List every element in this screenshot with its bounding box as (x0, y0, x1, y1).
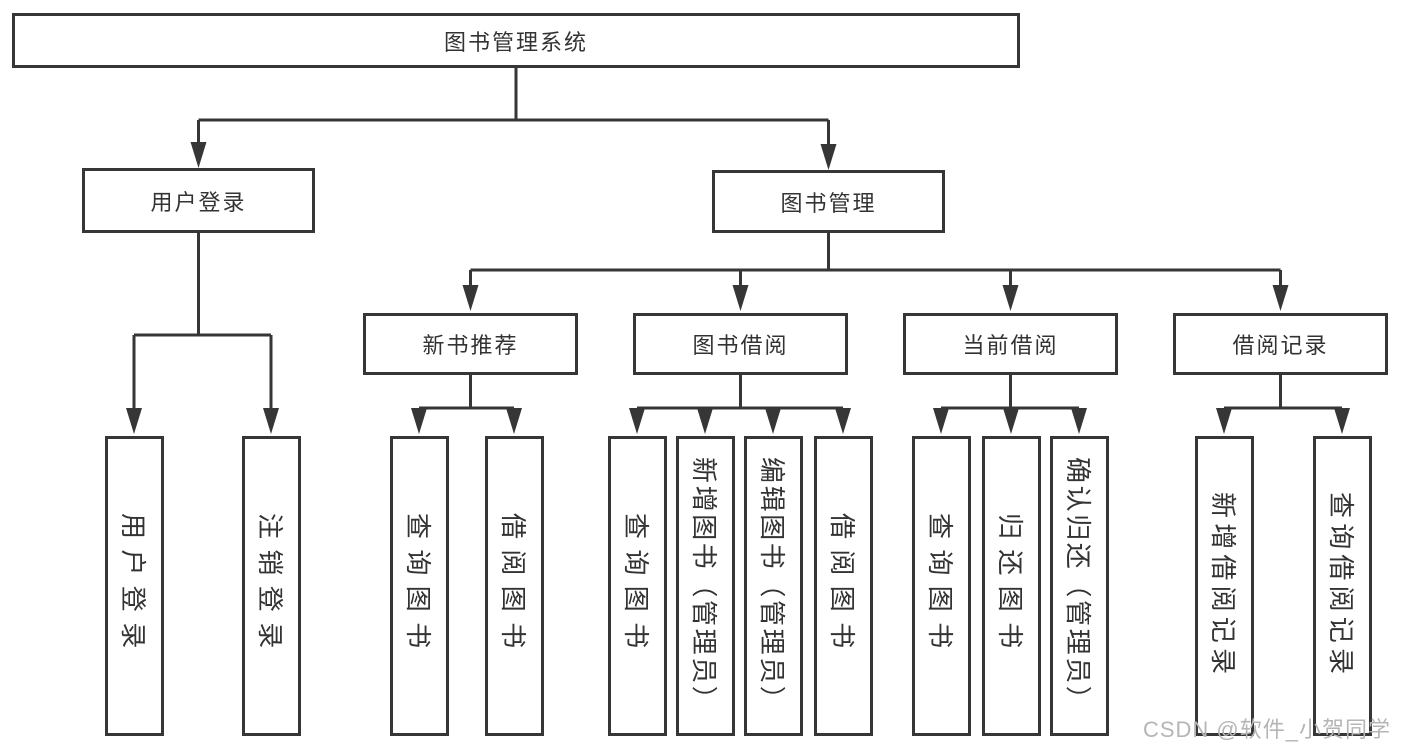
node-new-book-recommend: 新书推荐 (363, 313, 578, 375)
leaf-confirm-return-admin: 确认归还（管理员） (1050, 436, 1109, 736)
arrowheads (126, 142, 1350, 434)
leaf-borrow-books-recommend: 借阅图书 (485, 436, 544, 736)
leaf-add-book-admin: 新增图书（管理员） (676, 436, 735, 736)
leaf-logout: 注销登录 (242, 436, 301, 736)
node-user-login: 用户登录 (82, 168, 315, 233)
node-book-management: 图书管理 (712, 170, 945, 233)
node-book-borrow: 图书借阅 (633, 313, 848, 375)
node-borrow-records: 借阅记录 (1173, 313, 1388, 375)
leaf-query-books-borrow: 查询图书 (608, 436, 667, 736)
watermark: CSDN @软件_小贺同学 (1142, 717, 1391, 742)
leaf-query-borrow-record: 查询借阅记录 (1313, 436, 1372, 736)
leaf-query-books-current: 查询图书 (912, 436, 971, 736)
leaf-return-book: 归还图书 (982, 436, 1041, 736)
node-library-management-system: 图书管理系统 (12, 13, 1020, 68)
leaf-add-borrow-record: 新增借阅记录 (1195, 436, 1254, 736)
leaf-user-login: 用户登录 (105, 436, 164, 736)
node-current-borrow: 当前借阅 (903, 313, 1118, 375)
leaf-edit-book-admin: 编辑图书（管理员） (744, 436, 803, 736)
leaf-borrow-books: 借阅图书 (814, 436, 873, 736)
leaf-query-books-recommend: 查询图书 (390, 436, 449, 736)
